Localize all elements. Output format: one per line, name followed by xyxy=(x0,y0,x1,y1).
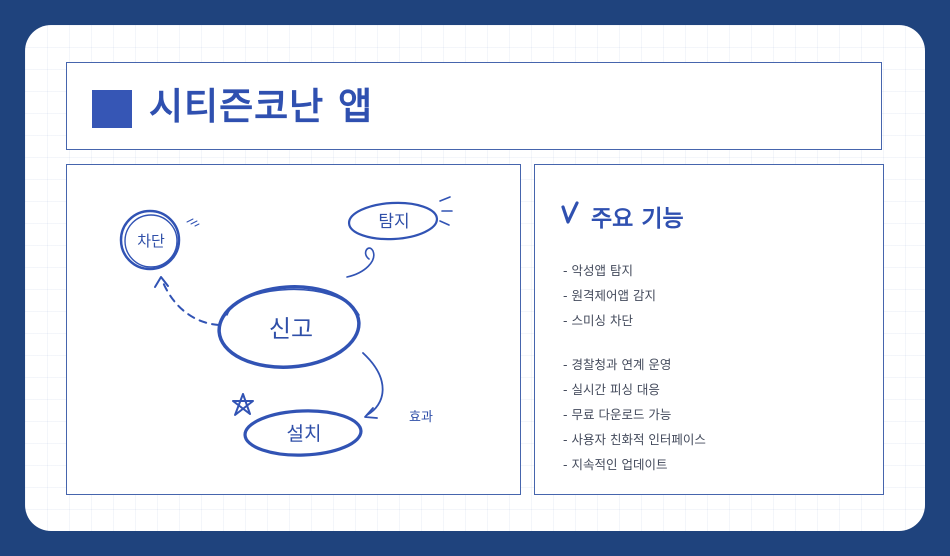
title-square-icon xyxy=(92,90,132,128)
list-item: - 사용자 친화적 인터페이스 xyxy=(563,431,706,447)
list-item: - 경찰청과 연계 운영 xyxy=(563,357,672,373)
list-item: - 악성앱 탐지 xyxy=(563,263,633,278)
slide-card: 시티즌코난 앱 xyxy=(25,25,925,531)
star-icon xyxy=(232,393,254,416)
detect-node xyxy=(347,196,453,241)
features-heading: 주요 기능 xyxy=(561,199,684,233)
block-label: 차단 xyxy=(137,232,165,250)
install-label: 설치 xyxy=(287,423,322,445)
features-panel: 주요 기능 - 악성앱 탐지 - 원격제어앱 감지 - 스미싱 차단 - 경찰청… xyxy=(534,164,884,495)
features-heading-text: 주요 기능 xyxy=(591,206,684,232)
list-item: - 원격제어앱 감지 xyxy=(563,287,656,303)
squiggle-connector xyxy=(346,247,375,278)
center-node xyxy=(217,285,361,369)
list-item: - 실시간 피싱 대응 xyxy=(563,382,660,398)
arrow-to-install xyxy=(362,352,384,416)
list-item: - 무료 다운로드 가능 xyxy=(563,406,672,422)
sketch-diagram: 신고 차단 탐지 설치 효과 xyxy=(119,196,453,457)
install-node xyxy=(243,409,363,457)
arrow-head-block-icon xyxy=(154,276,169,288)
detect-label: 탐지 xyxy=(378,212,409,232)
arrow-head-install-icon xyxy=(364,407,378,419)
title-box: 시티즌코난 앱 xyxy=(66,62,882,150)
list-item: - 스미싱 차단 xyxy=(563,312,633,328)
block-node xyxy=(119,209,200,271)
page-title: 시티즌코난 앱 xyxy=(149,85,374,128)
effect-label: 효과 xyxy=(409,410,433,425)
arrow-to-block xyxy=(161,279,220,326)
center-label: 신고 xyxy=(269,315,313,343)
diagram-panel: 신고 차단 탐지 설치 효과 xyxy=(66,164,521,495)
list-item: - 지속적인 업데이트 xyxy=(563,456,668,472)
checkmark-icon xyxy=(561,201,579,231)
feature-list: - 악성앱 탐지 - 원격제어앱 감지 - 스미싱 차단 - 경찰청과 연계 운… xyxy=(563,259,706,477)
